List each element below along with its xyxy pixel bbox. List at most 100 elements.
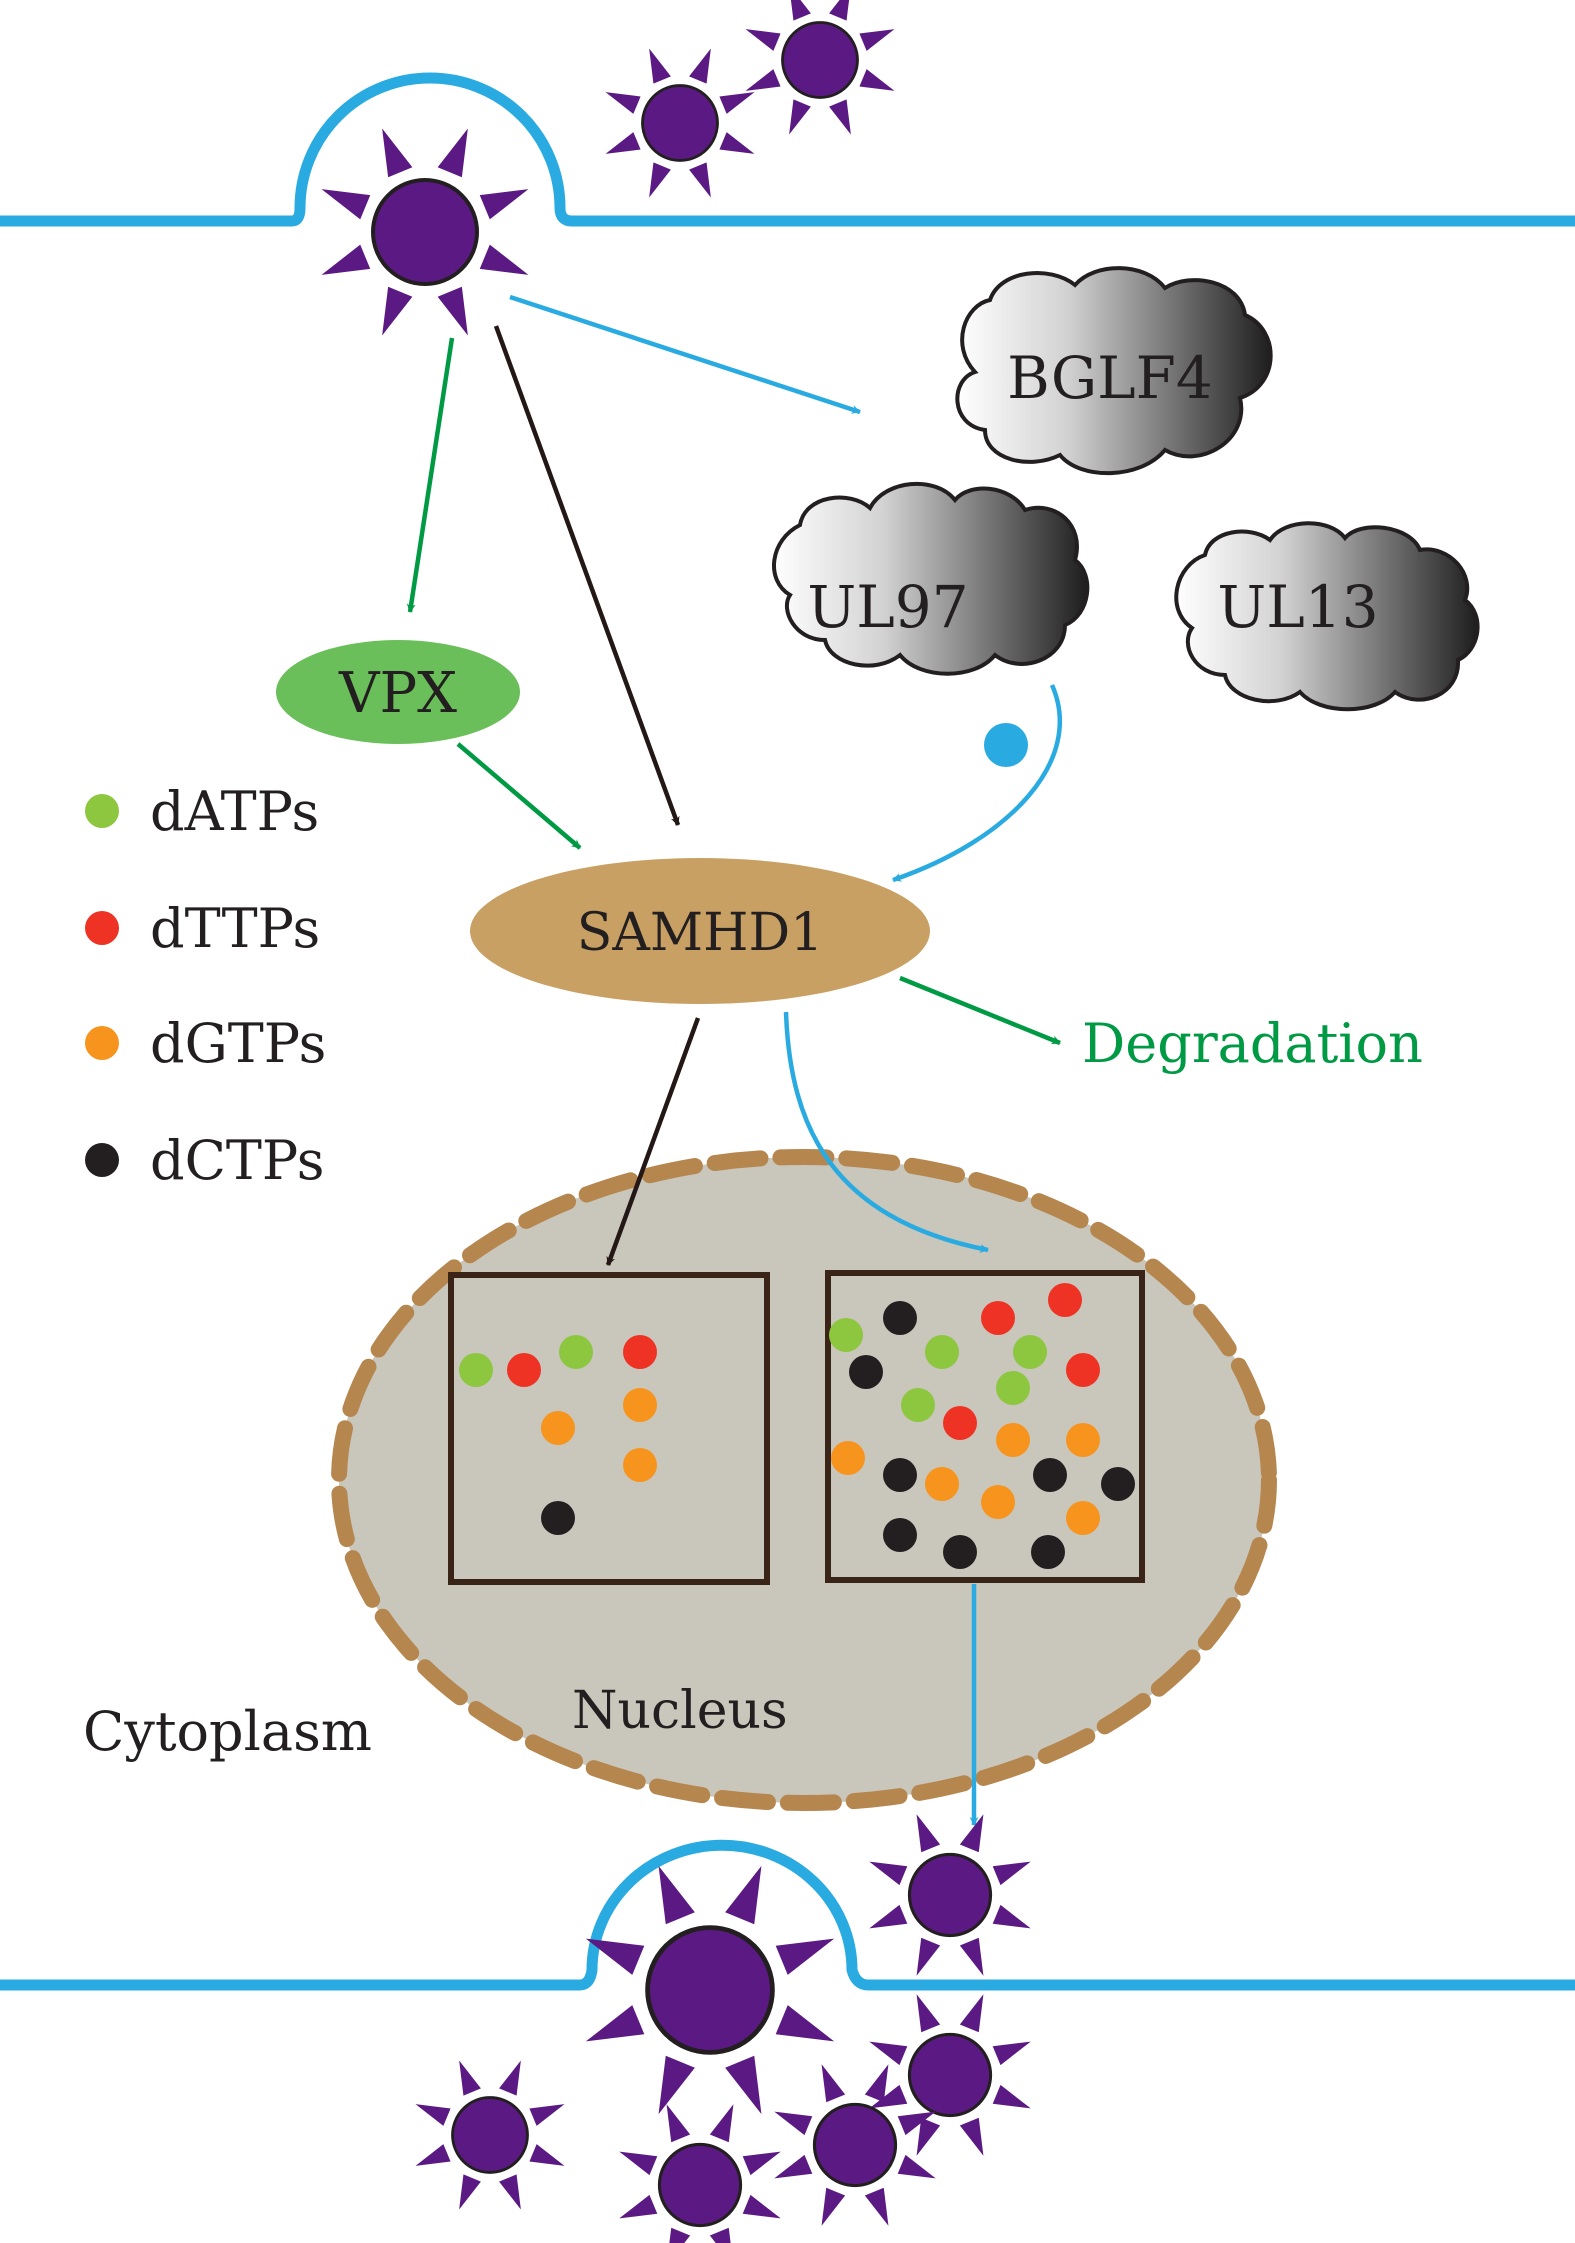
virus-spike — [709, 2227, 731, 2243]
nucleotide-datp — [901, 1388, 935, 1422]
virus-spike — [916, 1994, 941, 2033]
arrow-samhd1-to-right-box — [783, 1011, 989, 1253]
arrow-vpx-to-samhd1 — [456, 742, 582, 850]
nucleotide-datp — [925, 1335, 959, 1369]
arrow-samhd1-to-degradation — [899, 975, 1061, 1046]
nucleotide-dgtp — [1066, 1501, 1100, 1535]
virus-icon — [869, 1994, 1031, 2156]
nucleotide-dgtp — [981, 1485, 1015, 1519]
virus-spike — [916, 1814, 941, 1853]
samhd1-label: SAMHD1 — [577, 903, 824, 963]
virus-spike — [649, 48, 671, 84]
virus-icon — [585, 1865, 835, 2115]
virus-spike — [959, 1994, 984, 2033]
virus-spike — [992, 2041, 1031, 2066]
legend-swatch-datps — [85, 794, 119, 828]
virus-spike — [745, 69, 781, 91]
virus-spike — [321, 189, 371, 220]
virus-capsid — [371, 178, 479, 286]
virus-spike — [859, 29, 895, 51]
virus-spike — [459, 2060, 481, 2096]
cloud-ul97: UL97 — [772, 481, 1090, 676]
cloud-ul97-label: UL97 — [807, 573, 968, 641]
membrane-bottom — [0, 1839, 1575, 1991]
nucleotide-dgtp — [623, 1388, 657, 1422]
virus-spike — [669, 2227, 691, 2243]
legend-label-dttps: dTTPs — [150, 897, 320, 960]
virus-capsid — [657, 2142, 743, 2228]
virus-spike — [916, 2117, 941, 2156]
legend-label-dctps: dCTPs — [150, 1129, 325, 1192]
legend-label-dgtps: dGTPs — [150, 1012, 326, 1075]
virus-spike — [689, 162, 711, 198]
virus-spike — [585, 2005, 645, 2042]
legend-swatch-dctps — [85, 1143, 119, 1177]
virus-spike — [959, 1814, 984, 1853]
nucleotide-dctp — [849, 1355, 883, 1389]
samhd1-ellipse — [470, 858, 930, 1004]
virus-spike — [742, 2151, 781, 2176]
nucleotide-box-right — [825, 1270, 1145, 1583]
legend-item-dctps: dCTPs — [85, 1129, 325, 1192]
virus-spike — [821, 2064, 846, 2103]
virus-spike — [992, 2084, 1031, 2109]
virus-icon — [745, 0, 895, 135]
virus-capsid — [451, 2096, 529, 2174]
cloud-bglf4: BGLF4 — [955, 266, 1273, 476]
virus-spike — [916, 1937, 941, 1976]
virus-spike — [897, 2154, 936, 2179]
virus-icon — [869, 1814, 1031, 1976]
virus-spike — [869, 1904, 908, 1929]
nucleotide-dctp — [541, 1501, 575, 1535]
virus-capsid — [907, 1852, 993, 1938]
virus-capsid — [645, 1925, 775, 2055]
virus-spike — [459, 2174, 481, 2210]
virus-spike — [585, 1938, 645, 1975]
nucleotide-dctp — [883, 1458, 917, 1492]
nucleotide-dctp — [883, 1301, 917, 1335]
virus-spike — [605, 132, 641, 154]
virus-spike — [864, 2064, 889, 2103]
membrane-top — [0, 72, 1575, 227]
cloud-icon — [955, 266, 1273, 476]
nucleotide-dctp — [943, 1535, 977, 1569]
virus-icon — [415, 2060, 565, 2210]
virus-spike — [725, 2055, 762, 2115]
vpx-label: VPX — [338, 661, 457, 726]
virus-spike — [745, 29, 781, 51]
virus-spike — [869, 2041, 908, 2066]
virus-spike — [992, 1861, 1031, 1886]
legend: dATPs dTTPs dGTPs dCTPs — [85, 780, 326, 1192]
arrow-ul97-to-samhd1 — [892, 684, 1063, 883]
arrow-virus-to-vpx — [406, 337, 455, 613]
virus-spike — [719, 92, 755, 114]
virus-icon — [619, 2104, 781, 2243]
virus-spike — [499, 2060, 521, 2096]
nucleotides-left — [459, 1335, 657, 1535]
nucleotide-dgtp — [996, 1423, 1030, 1457]
nucleotide-dctp — [1033, 1458, 1067, 1492]
legend-item-dttps: dTTPs — [85, 897, 320, 960]
virus-particles — [321, 0, 1031, 2243]
nucleotide-dttp — [623, 1335, 657, 1369]
virus-spike — [725, 1865, 762, 1925]
virus-icon — [321, 128, 529, 336]
nucleotide-dgtp — [541, 1411, 575, 1445]
virus-spike — [775, 1938, 835, 1975]
virus-icon — [774, 2064, 936, 2226]
virus-spike — [719, 132, 755, 154]
virus-spike — [619, 2151, 658, 2176]
virus-spike — [869, 1861, 908, 1886]
virus-spike — [619, 2194, 658, 2219]
nucleotide-datp — [996, 1371, 1030, 1405]
virus-spike — [529, 2144, 565, 2166]
virus-spike — [479, 189, 529, 220]
nucleotide-dttp — [1066, 1353, 1100, 1387]
nucleotide-dttp — [1048, 1283, 1082, 1317]
virus-spike — [415, 2144, 451, 2166]
cloud-ul13-label: UL13 — [1217, 573, 1378, 641]
virus-capsid — [812, 2102, 898, 2188]
nucleotide-box-left — [448, 1272, 770, 1585]
